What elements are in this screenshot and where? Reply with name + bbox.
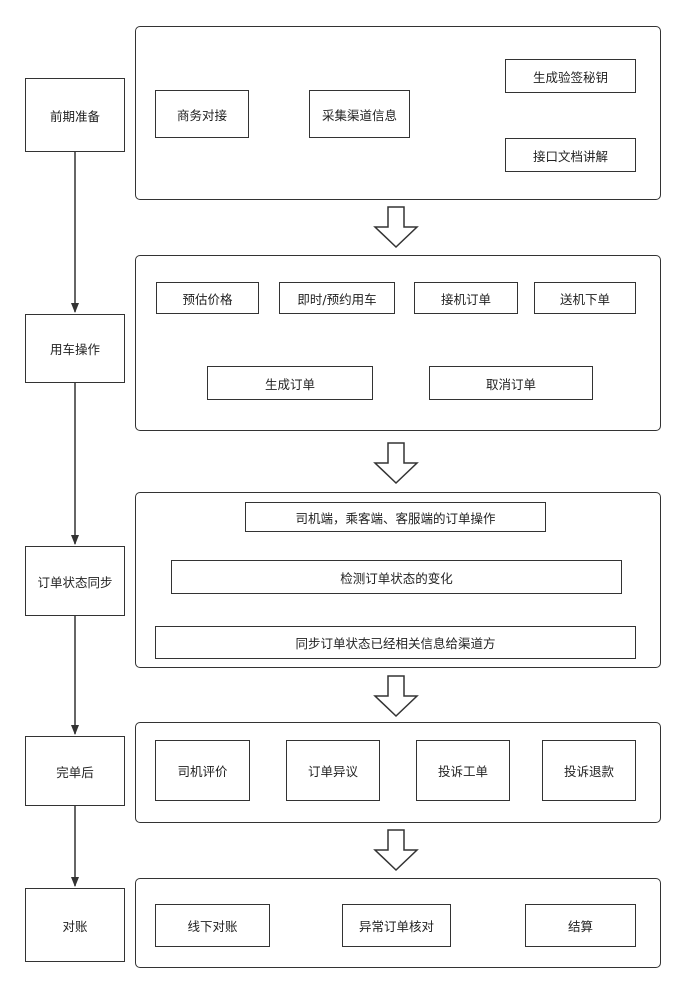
node-cancel: 取消订单 xyxy=(429,366,593,400)
stage-ride: 用车操作 xyxy=(25,314,125,383)
node-key: 生成验签秘钥 xyxy=(505,59,636,93)
node-instant: 即时/预约用车 xyxy=(279,282,395,314)
node-offline: 线下对账 xyxy=(155,904,270,947)
node-dispute: 订单异议 xyxy=(286,740,380,801)
hollow-down-arrow-3 xyxy=(373,675,419,718)
node-push: 同步订单状态已经相关信息给渠道方 xyxy=(155,626,636,659)
stage-recon: 对账 xyxy=(25,888,125,962)
node-refund: 投诉退款 xyxy=(542,740,636,801)
node-verify: 异常订单核对 xyxy=(342,904,451,947)
node-detect: 检测订单状态的变化 xyxy=(171,560,622,594)
stage-sync: 订单状态同步 xyxy=(25,546,125,616)
node-rate: 司机评价 xyxy=(155,740,250,801)
node-dropoff: 送机下单 xyxy=(534,282,636,314)
node-complaint: 投诉工单 xyxy=(416,740,510,801)
node-settle: 结算 xyxy=(525,904,636,947)
stage-after: 完单后 xyxy=(25,736,125,806)
node-business: 商务对接 xyxy=(155,90,249,138)
node-create: 生成订单 xyxy=(207,366,373,400)
node-docs: 接口文档讲解 xyxy=(505,138,636,172)
node-estimate: 预估价格 xyxy=(156,282,259,314)
node-pickup: 接机订单 xyxy=(414,282,518,314)
stage-prep: 前期准备 xyxy=(25,78,125,152)
hollow-down-arrow-4 xyxy=(373,829,419,872)
node-collect: 采集渠道信息 xyxy=(309,90,410,138)
hollow-down-arrow-1 xyxy=(373,206,419,249)
hollow-down-arrow-2 xyxy=(373,442,419,485)
node-ops: 司机端，乘客端、客服端的订单操作 xyxy=(245,502,546,532)
